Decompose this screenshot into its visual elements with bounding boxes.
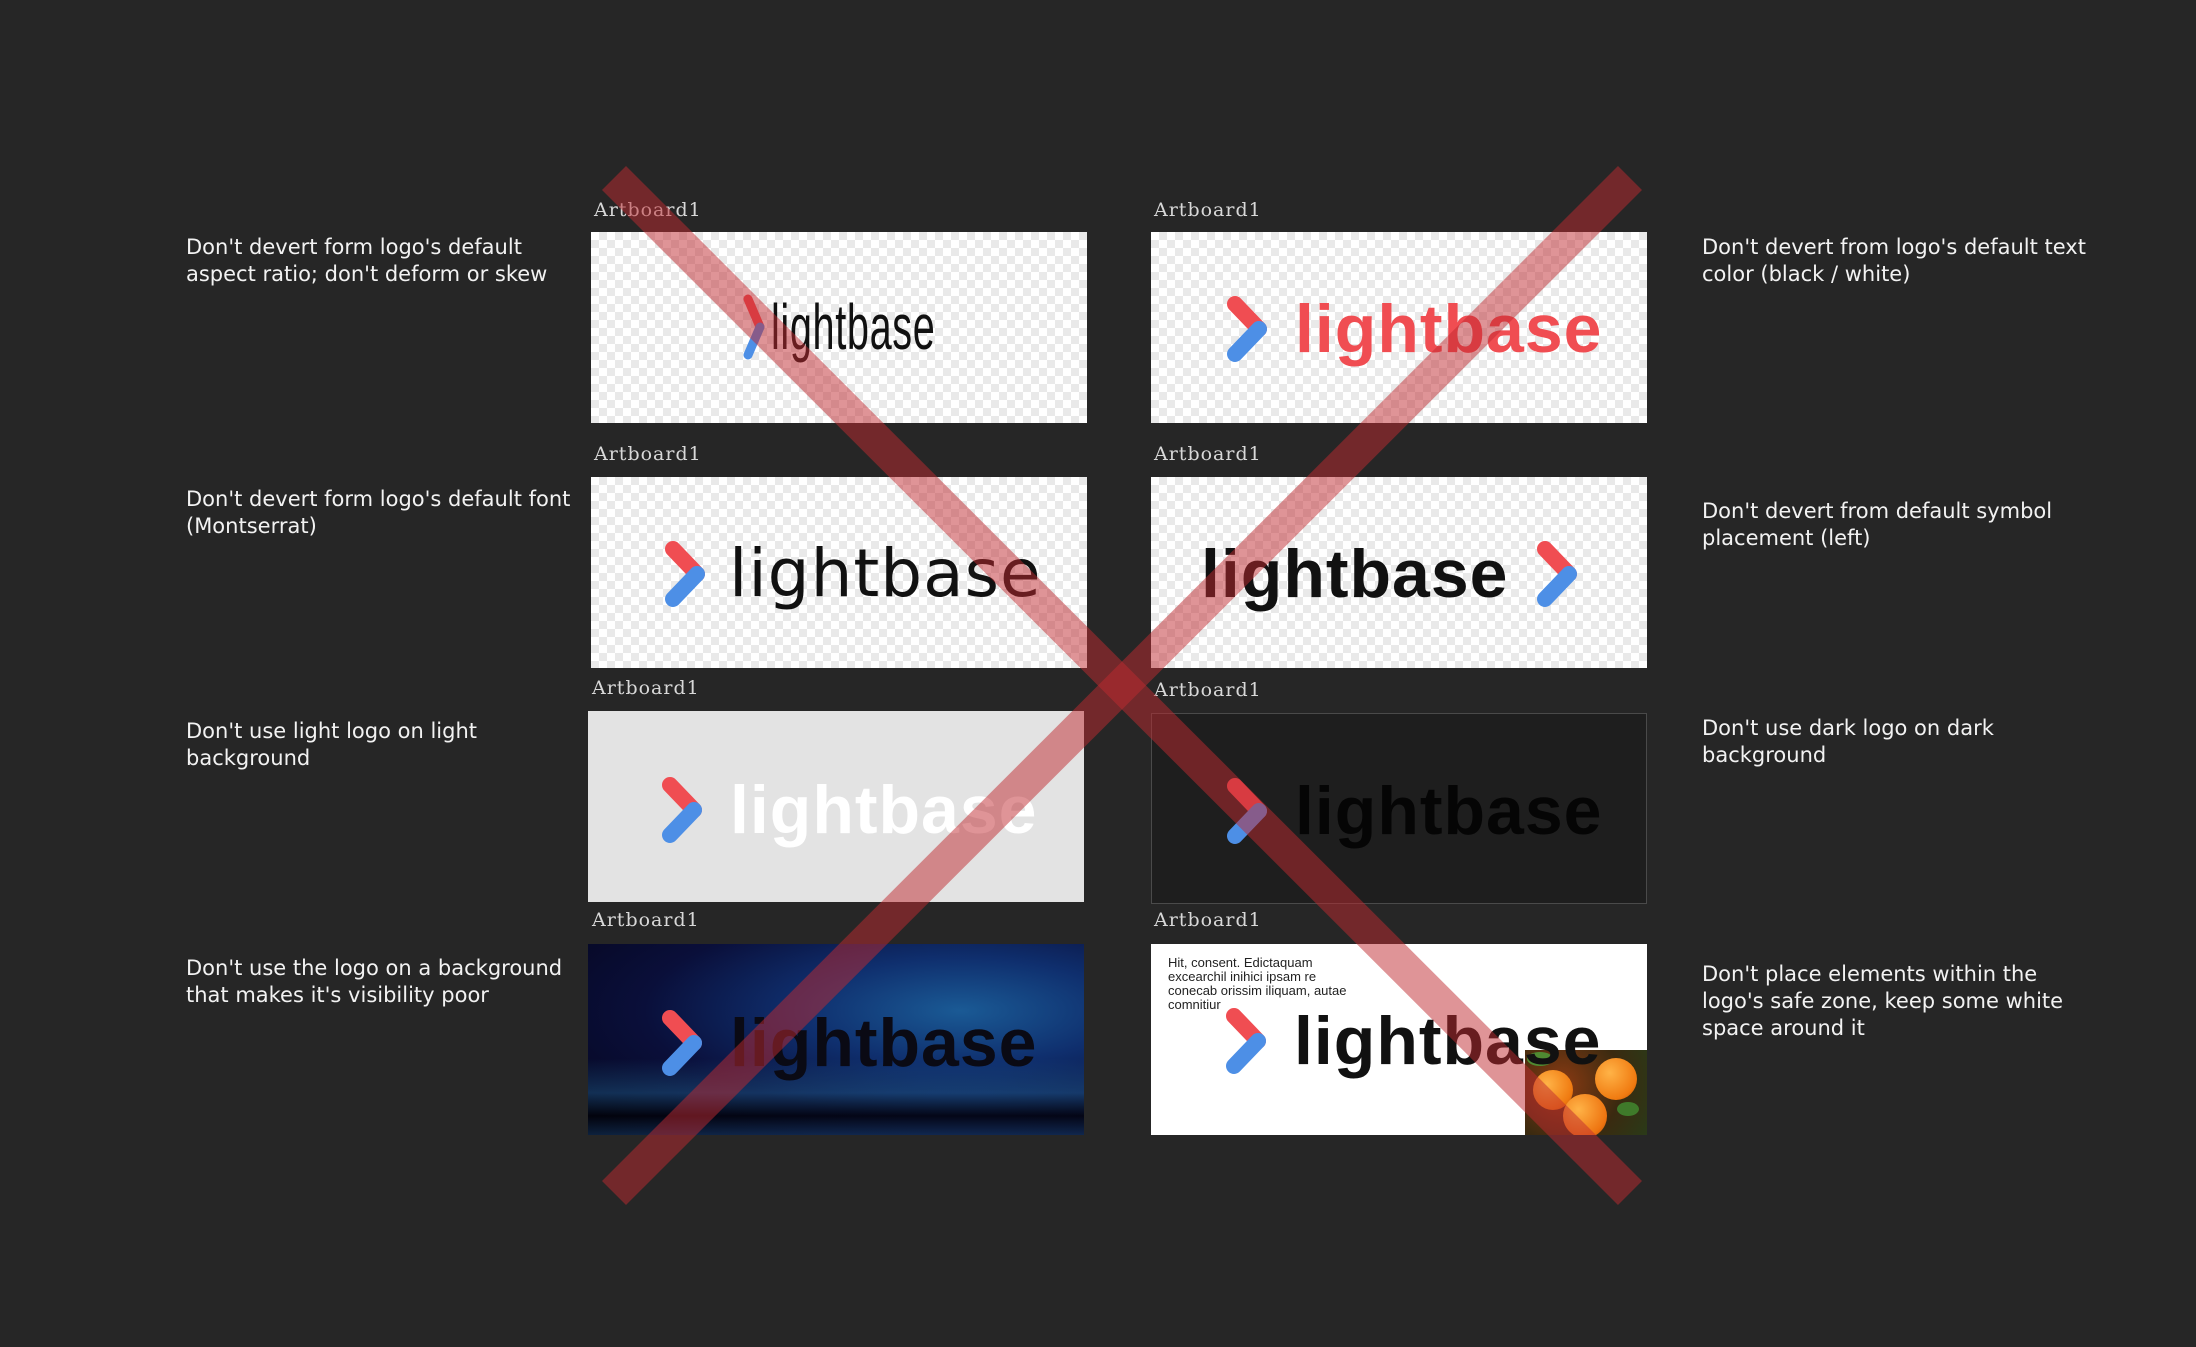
guideline-dark-on-dark: Don't use dark logo on dark background — [1702, 716, 1994, 767]
logo-wordmark: lightbase — [730, 1005, 1038, 1081]
logo-wordmark: lightbase — [1294, 1003, 1602, 1079]
board-safe-zone: Hit, consent. Edictaquam excearchil inih… — [1151, 944, 1647, 1135]
artboard-label: Artboard1 — [1154, 199, 1262, 221]
logo-crowded: lightbase — [1224, 1002, 1602, 1080]
board-dark-on-dark: lightbase — [1151, 713, 1647, 904]
guideline-symbol-placement: Don't devert from default symbol placeme… — [1702, 499, 2053, 550]
board-light-on-light: lightbase — [588, 711, 1084, 902]
logo-wordmark: lightbase — [1295, 773, 1603, 849]
logo-wordmark: lightbase — [771, 291, 936, 363]
logo-wrong-color: lightbase — [1225, 290, 1603, 368]
artboard-label: Artboard1 — [594, 443, 702, 465]
logo-wordmark: lightbase — [1201, 536, 1509, 612]
logo-wordmark: lightbase — [730, 772, 1038, 848]
guideline-text-color: Don't devert from logo's default text co… — [1702, 235, 2086, 286]
chevron-logo-icon — [662, 1010, 702, 1076]
guideline-safe-zone: Don't place elements within the logo's s… — [1702, 962, 2064, 1040]
chevron-logo-icon — [1536, 541, 1577, 607]
board-poor-visibility: lightbase — [588, 944, 1084, 1135]
guideline-light-on-light: Don't use light logo on light background — [186, 719, 477, 770]
chevron-logo-icon — [743, 294, 765, 360]
chevron-logo-icon — [665, 540, 705, 607]
logo-wordmark: lightbase — [1295, 291, 1603, 367]
guideline-visibility: Don't use the logo on a background that … — [186, 956, 563, 1007]
logo-wrong-font: lightbase — [663, 535, 1042, 612]
board-wrong-text-color: lightbase — [1151, 232, 1647, 423]
chevron-logo-icon — [1227, 296, 1267, 362]
logo-light: lightbase — [660, 771, 1038, 849]
logo-wordmark: lightbase — [729, 535, 1042, 612]
logo-deformed: lightbase — [743, 290, 1036, 364]
chevron-logo-icon — [1226, 1008, 1266, 1074]
artboard-label: Artboard1 — [1154, 679, 1262, 701]
board-deformed-logo: lightbase — [591, 232, 1087, 423]
artboard-label: Artboard1 — [1154, 909, 1262, 931]
logo-symbol-right: lightbase — [1201, 535, 1583, 613]
artboard-label: Artboard1 — [592, 677, 700, 699]
chevron-logo-icon — [662, 777, 702, 843]
board-wrong-font: lightbase — [591, 477, 1087, 668]
guideline-font: Don't devert form logo's default font (M… — [186, 487, 571, 538]
logo-dark: lightbase — [1225, 772, 1603, 850]
logo-on-photo: lightbase — [660, 1004, 1038, 1082]
artboard-label: Artboard1 — [1154, 443, 1262, 465]
guideline-aspect-ratio: Don't devert form logo's default aspect … — [186, 235, 548, 286]
board-symbol-right: lightbase — [1151, 477, 1647, 668]
artboard-label: Artboard1 — [594, 199, 702, 221]
artboard-label: Artboard1 — [592, 909, 700, 931]
chevron-logo-icon — [1227, 778, 1267, 844]
